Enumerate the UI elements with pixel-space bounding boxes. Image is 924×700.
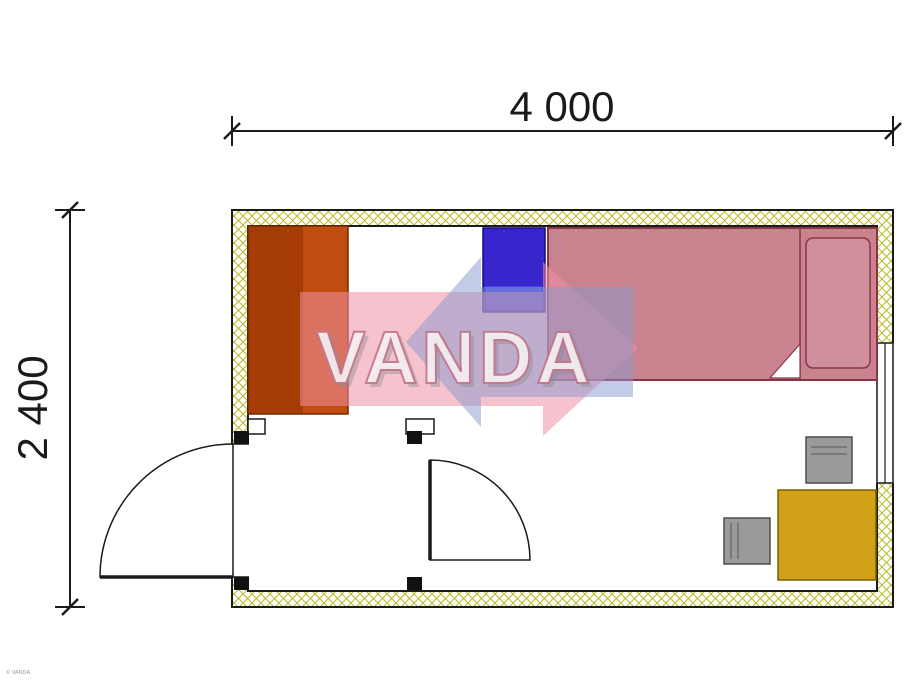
dimension-width-slash-ticks bbox=[223, 122, 902, 140]
partition-stub-left bbox=[247, 418, 266, 435]
dimension-height-slash-ticks bbox=[61, 201, 79, 616]
wardrobe-dark-section bbox=[248, 226, 303, 414]
chair-top bbox=[805, 436, 853, 484]
desk bbox=[777, 489, 877, 581]
door-swing-small bbox=[429, 459, 531, 561]
footer-note: © VANDA bbox=[6, 669, 30, 676]
dimension-width-label: 4 000 bbox=[509, 83, 614, 130]
dimension-height bbox=[55, 201, 85, 616]
door-jamb-post bbox=[407, 431, 422, 444]
watermark-arrow-left bbox=[406, 257, 633, 427]
watermark-text: VANDA bbox=[316, 316, 594, 399]
dimension-height-label: 2 400 bbox=[9, 355, 56, 460]
door-swing-large bbox=[99, 443, 234, 578]
door-jamb-post bbox=[407, 577, 422, 590]
chair-left-slats bbox=[730, 523, 739, 559]
dimension-width bbox=[223, 116, 902, 146]
door-jamb-post bbox=[234, 431, 249, 444]
watermark-text-shadow: VANDA bbox=[320, 320, 598, 403]
door-jamb-post bbox=[234, 577, 249, 590]
pillow bbox=[805, 237, 871, 369]
door-opening-left-wall bbox=[230, 444, 250, 577]
blanket-fold bbox=[768, 342, 801, 379]
chair-top-slats bbox=[811, 446, 847, 455]
